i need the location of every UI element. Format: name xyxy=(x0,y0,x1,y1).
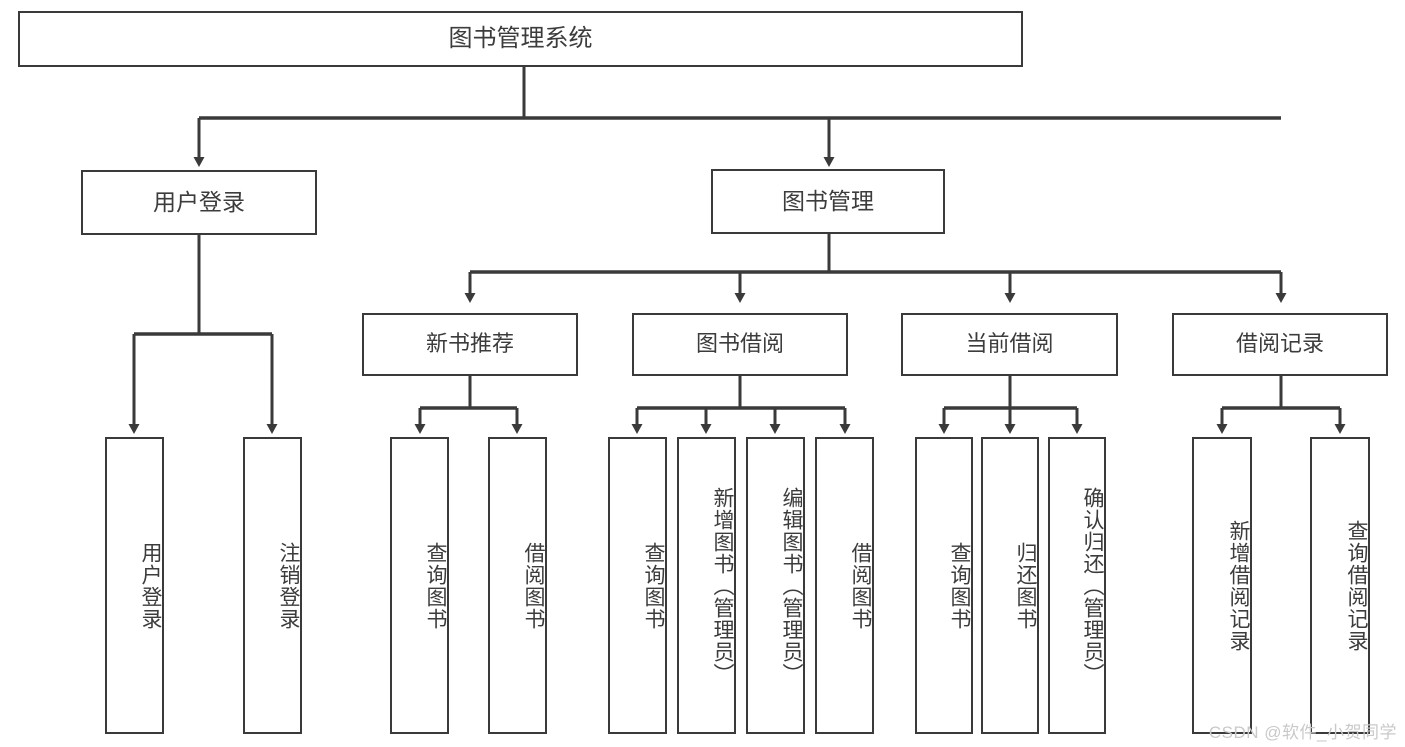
node-book-borrow-label: 图书借阅 xyxy=(695,331,784,357)
node-new-book-recommend[interactable]: 新书推荐 xyxy=(362,313,578,376)
leaf-bb-add-book[interactable]: 新增图书（管理员） xyxy=(677,437,736,734)
leaf-bb-borrow-book[interactable]: 借阅图书 xyxy=(815,437,874,734)
node-book-management[interactable]: 图书管理 xyxy=(711,169,945,234)
node-book-borrow[interactable]: 图书借阅 xyxy=(632,313,848,376)
node-borrow-record[interactable]: 借阅记录 xyxy=(1172,313,1388,376)
leaf-nb-borrow-book-label: 借阅图书 xyxy=(522,541,545,630)
leaf-bb-edit-book[interactable]: 编辑图书（管理员） xyxy=(746,437,805,734)
leaf-nb-borrow-book[interactable]: 借阅图书 xyxy=(488,437,547,734)
leaf-cb-confirm-return[interactable]: 确认归还（管理员） xyxy=(1048,437,1106,734)
leaf-nb-query-book[interactable]: 查询图书 xyxy=(390,437,449,734)
leaf-nb-query-book-label: 查询图书 xyxy=(424,541,447,630)
node-book-management-label: 图书管理 xyxy=(782,187,874,214)
node-user-login-label: 用户登录 xyxy=(153,188,245,215)
leaf-user-login-label: 用户登录 xyxy=(139,541,162,630)
leaf-bb-borrow-book-label: 借阅图书 xyxy=(849,541,872,630)
leaf-br-query-record[interactable]: 查询借阅记录 xyxy=(1310,437,1370,734)
leaf-bb-query-book[interactable]: 查询图书 xyxy=(608,437,667,734)
leaf-br-add-record-label: 新增借阅记录 xyxy=(1227,519,1250,652)
leaf-logout[interactable]: 注销登录 xyxy=(243,437,302,734)
csdn-watermark: CSDN @软件_小贺同学 xyxy=(1208,723,1397,742)
node-borrow-record-label: 借阅记录 xyxy=(1235,331,1324,357)
leaf-user-login[interactable]: 用户登录 xyxy=(105,437,164,734)
leaf-bb-edit-book-label: 编辑图书（管理员） xyxy=(780,486,803,685)
leaf-br-add-record[interactable]: 新增借阅记录 xyxy=(1192,437,1252,734)
leaf-cb-return-book[interactable]: 归还图书 xyxy=(981,437,1039,734)
leaf-cb-query-book[interactable]: 查询图书 xyxy=(915,437,973,734)
leaf-cb-return-book-label: 归还图书 xyxy=(1014,541,1037,630)
node-root-label: 图书管理系统 xyxy=(448,24,593,52)
leaf-bb-query-book-label: 查询图书 xyxy=(642,541,665,630)
leaf-logout-label: 注销登录 xyxy=(277,541,300,630)
leaf-cb-query-book-label: 查询图书 xyxy=(948,541,971,630)
node-user-login[interactable]: 用户登录 xyxy=(81,170,317,235)
node-new-book-recommend-label: 新书推荐 xyxy=(425,331,514,357)
node-current-borrow[interactable]: 当前借阅 xyxy=(901,313,1118,376)
node-current-borrow-label: 当前借阅 xyxy=(965,331,1054,357)
leaf-cb-confirm-return-label: 确认归还（管理员） xyxy=(1081,486,1104,685)
leaf-br-query-record-label: 查询借阅记录 xyxy=(1345,519,1368,652)
leaf-bb-add-book-label: 新增图书（管理员） xyxy=(711,486,734,685)
node-root[interactable]: 图书管理系统 xyxy=(18,11,1023,67)
